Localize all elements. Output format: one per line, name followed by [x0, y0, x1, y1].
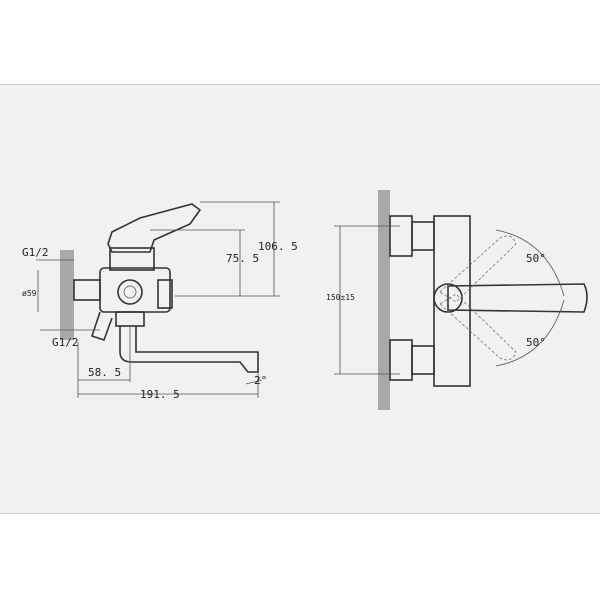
side-view: 50° 50° 150±15: [326, 190, 588, 410]
faucet-body: [99, 267, 171, 313]
lever-handle: [107, 203, 202, 253]
body-bar: [433, 215, 471, 387]
lower-nut: [411, 345, 435, 375]
angle-2-label: 2°: [254, 374, 267, 387]
upper-nut: [411, 221, 435, 251]
lever-up-ghost: [439, 235, 517, 303]
cartridge: [109, 247, 155, 271]
front-view: 106. 5 75. 5 G1/2 ø59 G1/2 58. 5 191. 5: [22, 201, 298, 401]
diverter-nut: [115, 311, 145, 327]
outlet-nut: [157, 279, 173, 309]
dim-191-label: 191. 5: [140, 388, 180, 401]
hose-outlet: [90, 311, 113, 342]
inlet-pipe: [73, 279, 101, 301]
wall-left: [60, 250, 74, 340]
lever-down-ghost: [439, 293, 517, 361]
wall-right: [378, 190, 390, 410]
lever-pivot: [433, 283, 463, 313]
dim-75-label: 75. 5: [226, 252, 259, 265]
valve-center: [123, 285, 137, 299]
arc-down: [495, 299, 565, 367]
angle-line-2: [245, 379, 263, 385]
arc-up: [495, 229, 565, 297]
dim-106-label: 106. 5: [258, 240, 298, 253]
dim-150-label: 150±15: [326, 293, 355, 302]
angle-up-label: 50°: [526, 252, 546, 265]
dim-58-label: 58. 5: [88, 366, 121, 379]
dim-59-label: ø59: [22, 289, 37, 298]
angle-down-label: 50°: [526, 336, 546, 349]
thread-label-bottom: G1/2: [52, 336, 79, 349]
spout: [119, 326, 259, 373]
thread-label-top: G1/2: [22, 246, 49, 259]
upper-inlet: [389, 215, 413, 257]
lever-straight: [447, 283, 588, 313]
valve-cap: [117, 279, 143, 305]
